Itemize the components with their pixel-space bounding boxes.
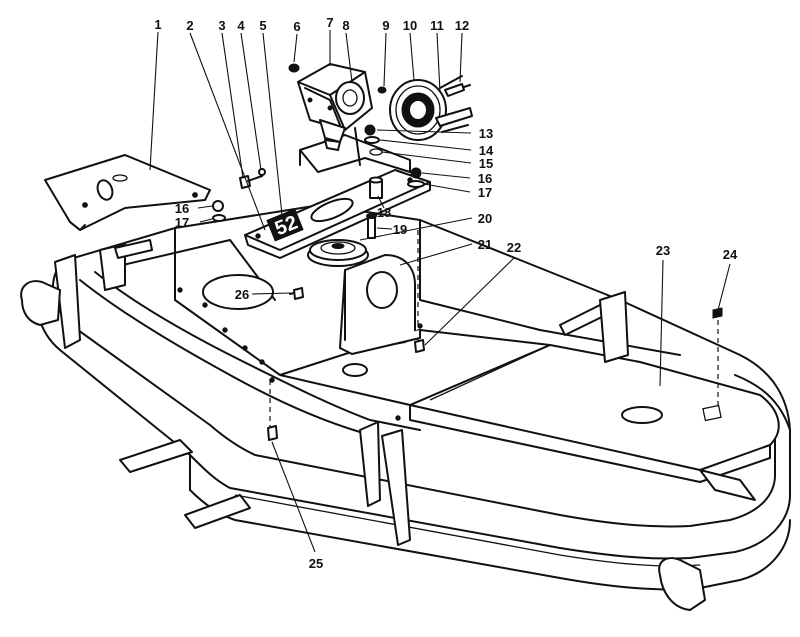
callout-5: 5 — [259, 18, 266, 33]
callout-7: 7 — [326, 15, 333, 30]
callout-3: 3 — [218, 18, 225, 33]
callout-13: 13 — [479, 126, 493, 141]
callout-24: 24 — [723, 247, 738, 262]
callout-25: 25 — [309, 556, 323, 571]
callout-23: 23 — [656, 243, 670, 258]
input-pulley-and-belt — [377, 75, 473, 141]
callout-16-left: 16 — [175, 201, 189, 216]
drive-shield-plate — [44, 154, 211, 231]
callout-6: 6 — [293, 19, 300, 34]
callout-26: 26 — [235, 287, 249, 302]
callout-17: 17 — [478, 185, 492, 200]
callout-1: 1 — [154, 17, 161, 32]
callout-11: 11 — [430, 18, 444, 33]
gearbox — [288, 63, 373, 151]
callout-labels: 1 2 3 4 5 6 7 8 9 10 11 12 13 14 15 16 1… — [154, 15, 738, 571]
spindle-housing — [339, 254, 421, 355]
fasteners — [212, 124, 723, 441]
callout-15: 15 — [479, 156, 493, 171]
callout-17-left: 17 — [175, 215, 189, 230]
callout-14: 14 — [479, 143, 494, 158]
callout-12: 12 — [455, 18, 469, 33]
callout-10: 10 — [403, 18, 417, 33]
callout-4: 4 — [237, 18, 245, 33]
callout-9: 9 — [382, 18, 389, 33]
callout-19: 19 — [393, 222, 407, 237]
mower-deck-housing — [20, 204, 791, 611]
plate-stamp-badge: 52 — [266, 208, 304, 242]
callout-8: 8 — [342, 18, 349, 33]
blade-pulley — [307, 239, 369, 267]
leader-lines — [149, 30, 731, 553]
callout-22: 22 — [507, 240, 521, 255]
callout-21: 21 — [478, 237, 492, 252]
gearbox-bracket — [299, 127, 411, 173]
callout-16: 16 — [478, 171, 492, 186]
callout-2: 2 — [186, 18, 193, 33]
gearbox-mount-plate: 52 — [244, 169, 431, 259]
callout-18: 18 — [377, 205, 391, 220]
callout-20: 20 — [478, 211, 492, 226]
